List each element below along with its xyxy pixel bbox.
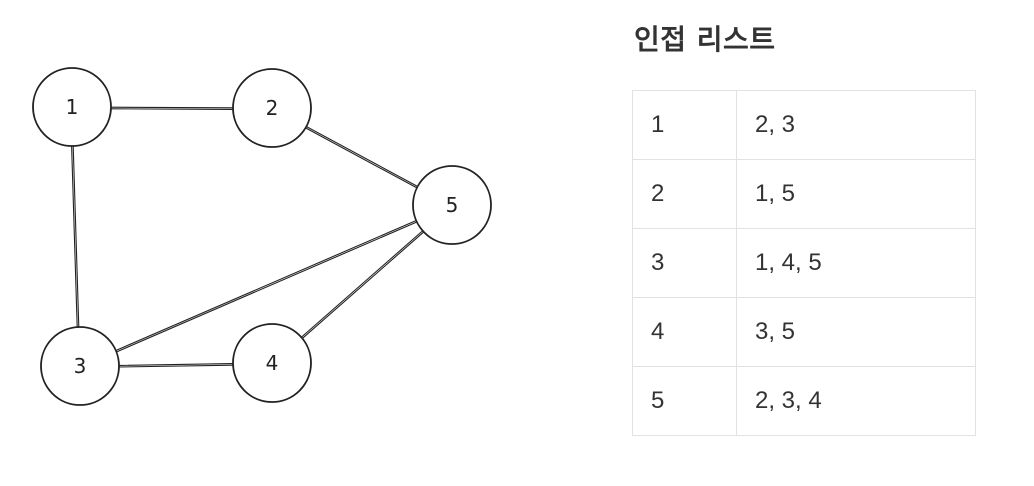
node-circle <box>232 323 312 403</box>
edge-stroke <box>305 127 418 189</box>
graph-node-5: 5 <box>412 165 492 245</box>
neighbors-cell: 3, 5 <box>736 297 976 367</box>
table-row: 5 2, 3, 4 <box>632 366 976 436</box>
node-label: 4 <box>266 351 279 375</box>
edge-4-5 <box>300 230 425 340</box>
nodes-layer: 1 2 3 4 5 <box>32 67 492 406</box>
edge-1-2 <box>110 106 234 110</box>
edge-stroke <box>300 230 424 338</box>
table-row: 3 1, 4, 5 <box>632 228 976 298</box>
node-label: 5 <box>446 193 459 217</box>
edge-stroke <box>71 145 78 328</box>
table-row: 4 3, 5 <box>632 297 976 367</box>
node-circle <box>412 165 492 245</box>
edge-stroke <box>118 363 234 366</box>
graph-node-3: 3 <box>40 326 120 406</box>
vertex-cell: 1 <box>632 90 737 160</box>
edge-stroke <box>118 364 234 368</box>
adjacency-list-table: 1 2, 3 2 1, 5 3 1, 4, 5 4 3, 5 5 2, 3, 4 <box>632 90 976 436</box>
vertex-cell: 4 <box>632 297 737 367</box>
graph-node-4: 4 <box>232 323 312 403</box>
node-circle <box>32 67 112 147</box>
node-circle <box>40 326 120 406</box>
edge-stroke <box>110 106 234 109</box>
vertex-cell: 3 <box>632 228 737 298</box>
node-label: 2 <box>266 96 279 120</box>
vertex-cell: 5 <box>632 366 737 436</box>
edges-layer <box>71 106 425 368</box>
edge-stroke <box>305 125 419 188</box>
edge-3-4 <box>118 363 234 368</box>
graph-diagram: 1 2 3 4 5 <box>32 67 492 406</box>
neighbors-cell: 1, 4, 5 <box>736 228 976 298</box>
node-circle <box>232 68 312 148</box>
edge-stroke <box>115 221 418 353</box>
edge-stroke <box>301 231 425 340</box>
neighbors-cell: 2, 3, 4 <box>736 366 976 436</box>
panel-title: 인접 리스트 <box>634 23 776 56</box>
vertex-cell: 2 <box>632 159 737 229</box>
node-label: 3 <box>74 354 87 378</box>
table-row: 1 2, 3 <box>632 90 976 160</box>
edge-2-5 <box>305 125 419 189</box>
node-label: 1 <box>66 95 79 119</box>
edge-stroke <box>115 219 417 352</box>
graph-node-2: 2 <box>232 68 312 148</box>
table-row: 2 1, 5 <box>632 159 976 229</box>
graph-node-1: 1 <box>32 67 112 147</box>
neighbors-cell: 1, 5 <box>736 159 976 229</box>
edge-stroke <box>110 108 234 110</box>
edge-3-5 <box>115 219 418 353</box>
edge-stroke <box>72 145 80 328</box>
neighbors-cell: 2, 3 <box>736 90 976 160</box>
edge-1-3 <box>71 145 80 328</box>
